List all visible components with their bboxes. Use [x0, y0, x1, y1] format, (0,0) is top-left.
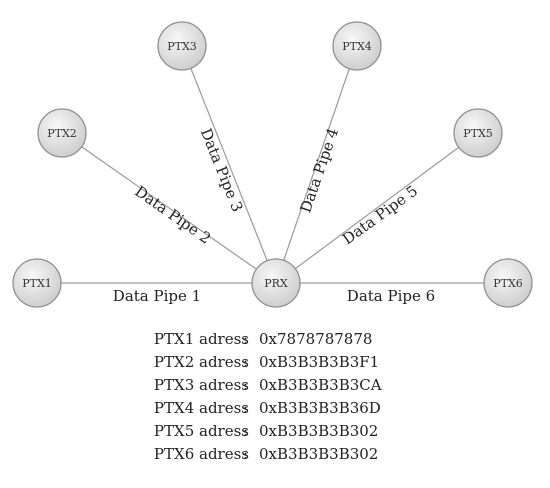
address-colon: : — [243, 422, 249, 440]
address-label: PTX5 adress — [153, 422, 249, 440]
address-colon: : — [243, 399, 249, 417]
edge-ptx3 — [181, 45, 277, 284]
node-ptx4: PTX4 — [332, 21, 382, 71]
node-label-ptx1: PTX1 — [22, 277, 52, 290]
address-colon: : — [243, 353, 249, 371]
node-label-prx: PRX — [264, 277, 288, 290]
pipe-label-4: Data Pipe 4 — [296, 126, 342, 215]
address-value: 0xB3B3B3B3CA — [259, 376, 382, 394]
nodes: PTX1 PTX2 PTX3 PTX4 PTX5 PTX6 PRX — [12, 21, 533, 308]
network-diagram: Data Pipe 1 Data Pipe 2 Data Pipe 3 Data… — [12, 21, 533, 308]
address-row-ptx2: PTX2 adress : 0xB3B3B3B3F1 — [0, 353, 550, 375]
address-value: 0x7878787878 — [259, 330, 373, 348]
address-value: 0xB3B3B3B302 — [259, 422, 379, 440]
node-label-ptx6: PTX6 — [493, 277, 523, 290]
pipe-label-5: Data Pipe 5 — [339, 182, 421, 249]
address-colon: : — [243, 330, 249, 348]
address-row-ptx3: PTX3 adress : 0xB3B3B3B3CA — [0, 376, 550, 398]
node-ptx5: PTX5 — [453, 108, 503, 158]
address-label: PTX4 adress — [153, 399, 249, 417]
address-colon: : — [243, 376, 249, 394]
pipe-label-6: Data Pipe 6 — [347, 287, 435, 305]
node-label-ptx4: PTX4 — [342, 40, 372, 53]
address-label: PTX3 adress — [153, 376, 249, 394]
node-label-ptx3: PTX3 — [167, 40, 197, 53]
edge-ptx4 — [275, 45, 358, 284]
pipe-label-3: Data Pipe 3 — [197, 126, 247, 215]
node-ptx1: PTX1 — [12, 258, 62, 308]
node-ptx6: PTX6 — [483, 258, 533, 308]
node-ptx2: PTX2 — [37, 108, 87, 158]
edge-ptx2 — [61, 132, 277, 284]
address-row-ptx4: PTX4 adress : 0xB3B3B3B36D — [0, 399, 550, 421]
node-ptx3: PTX3 — [157, 21, 207, 71]
address-row-ptx6: PTX6 adress : 0xB3B3B3B302 — [0, 445, 550, 467]
address-value: 0xB3B3B3B3F1 — [259, 353, 380, 371]
address-row-ptx5: PTX5 adress : 0xB3B3B3B302 — [0, 422, 550, 444]
address-colon: : — [243, 445, 249, 463]
edge-ptx5 — [275, 132, 479, 284]
address-label: PTX6 adress — [153, 445, 249, 463]
address-label: PTX1 adress — [153, 330, 249, 348]
node-label-ptx5: PTX5 — [463, 127, 493, 140]
address-label: PTX2 adress — [153, 353, 249, 371]
edges — [37, 45, 508, 284]
address-value: 0xB3B3B3B36D — [259, 399, 381, 417]
address-value: 0xB3B3B3B302 — [259, 445, 379, 463]
address-row-ptx1: PTX1 adress : 0x7878787878 — [0, 330, 550, 352]
pipe-label-2: Data Pipe 2 — [132, 182, 215, 247]
node-label-ptx2: PTX2 — [47, 127, 77, 140]
node-prx: PRX — [251, 258, 301, 308]
pipe-label-1: Data Pipe 1 — [113, 287, 201, 305]
